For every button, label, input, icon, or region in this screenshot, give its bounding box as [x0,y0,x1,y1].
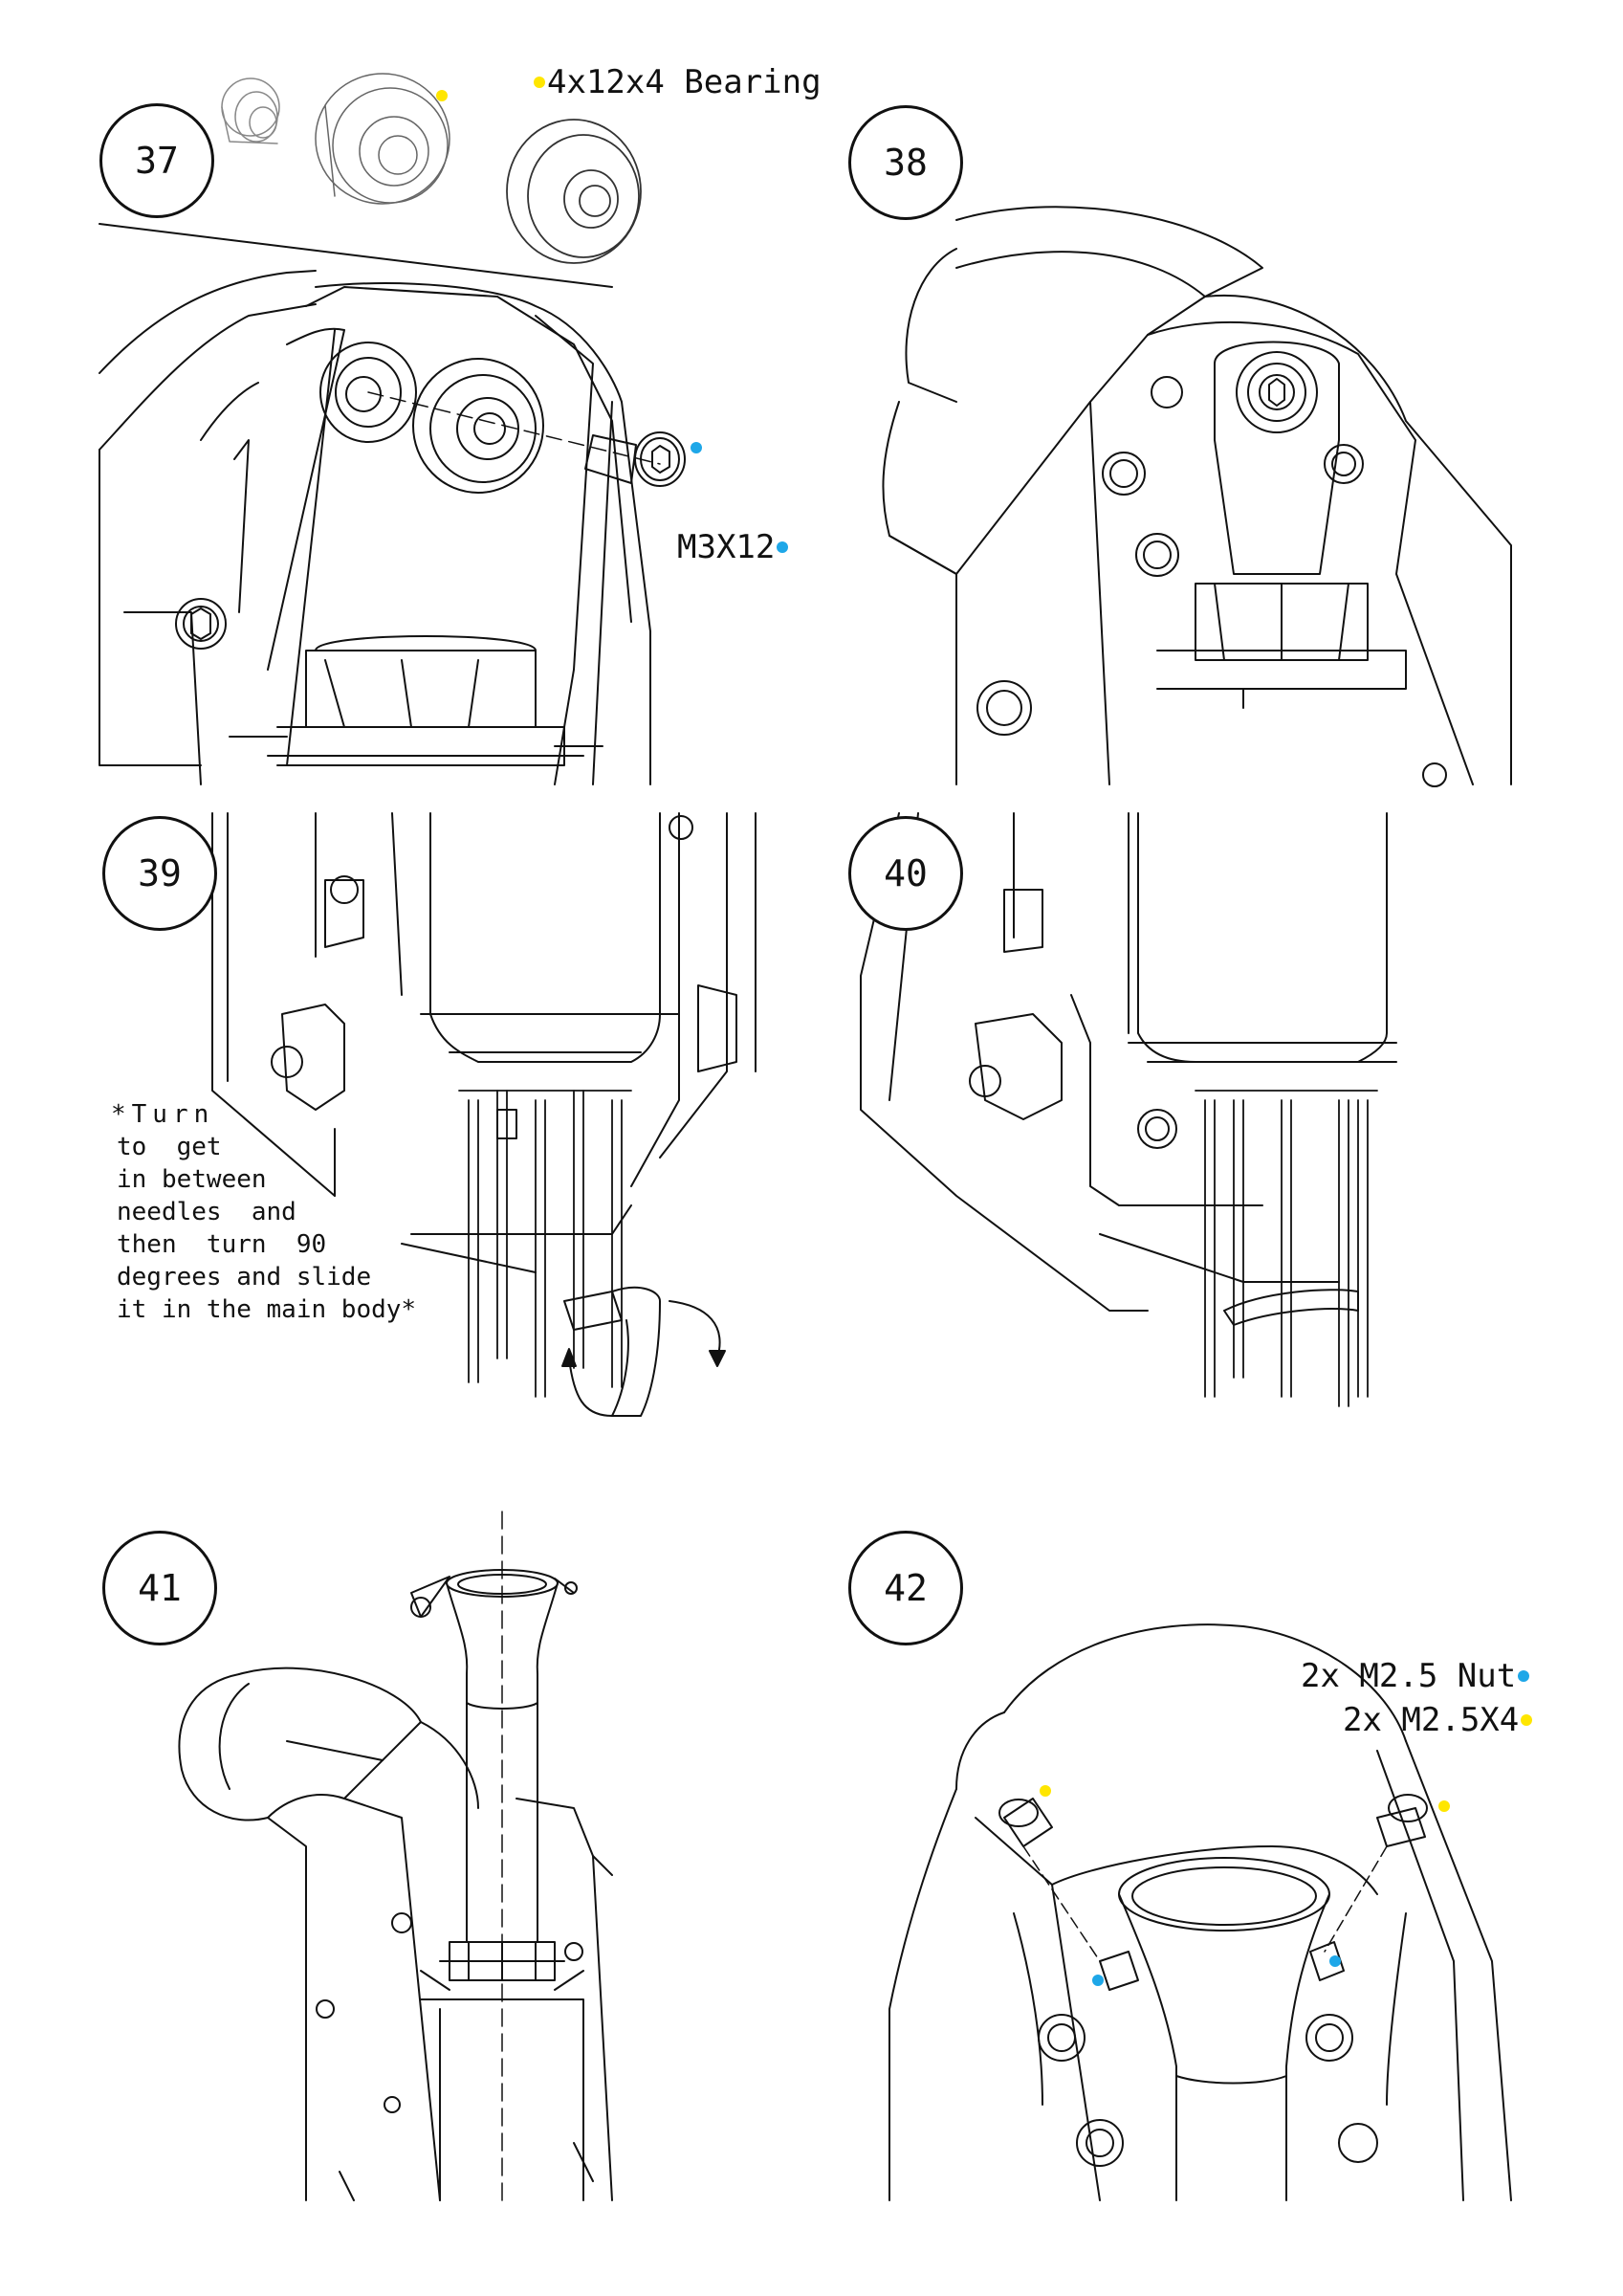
note-line: it in the main body* [117,1295,417,1324]
blue-marker-screw-37 [691,442,702,453]
blue-dot [777,541,789,553]
note-line: degrees and slide [117,1263,372,1292]
yellow-marker-screw-42-left [1040,1785,1051,1797]
note-line: then turn 90 [117,1230,327,1259]
step-number-37: 37 [99,103,214,218]
colored-markers [436,90,1450,1986]
screw-label-text: M3X12 [677,528,776,566]
bearing-part-2 [506,119,642,264]
screw-label-42: 2x M2.5X4 [1343,1701,1533,1739]
needles-40 [1195,1090,1378,1407]
note-line: needles and [117,1198,296,1226]
screw-label-text: 2x M2.5X4 [1343,1701,1520,1739]
spacer-part [221,77,280,144]
bearing-part-1 [315,73,450,205]
step-number-40: 40 [848,816,963,931]
step-number-38: 38 [848,105,963,220]
yellow-marker-bearing-37 [436,90,448,101]
bearing-label-text: 4x12x4 Bearing [547,63,822,101]
note-line: to get [117,1133,222,1161]
step-39-instruction-note: *Turn to get in between needles and then… [111,1098,416,1326]
panel-39-drawing [211,812,757,1417]
yellow-marker-screw-42-right [1438,1800,1450,1812]
screw-label-37: M3X12 [677,528,789,566]
yellow-dot [534,77,545,88]
needles-39 [458,1090,632,1398]
hex-bolts-38 [1102,376,1364,577]
nut-label-text: 2x M2.5 Nut [1301,1657,1517,1695]
step-number-42: 42 [848,1531,963,1645]
step-number-41: 41 [102,1531,217,1645]
yellow-dot [1521,1714,1533,1726]
panel-41-drawing [178,1511,613,2201]
bearing-label-37: 4x12x4 Bearing [534,63,822,101]
panel-40-drawing [860,812,1397,1407]
panel-37-drawing [99,73,686,785]
nut-label-42: 2x M2.5 Nut [1301,1657,1530,1695]
note-line: in between [117,1165,267,1194]
blue-marker-nut-42-left [1092,1975,1104,1986]
panel-38-drawing [882,206,1512,787]
note-line: *Turn [111,1100,215,1129]
step-number-39: 39 [102,816,217,931]
blue-dot [1518,1670,1530,1682]
panel-42-drawing [888,1623,1512,2201]
blue-marker-nut-42-right [1329,1955,1341,1967]
